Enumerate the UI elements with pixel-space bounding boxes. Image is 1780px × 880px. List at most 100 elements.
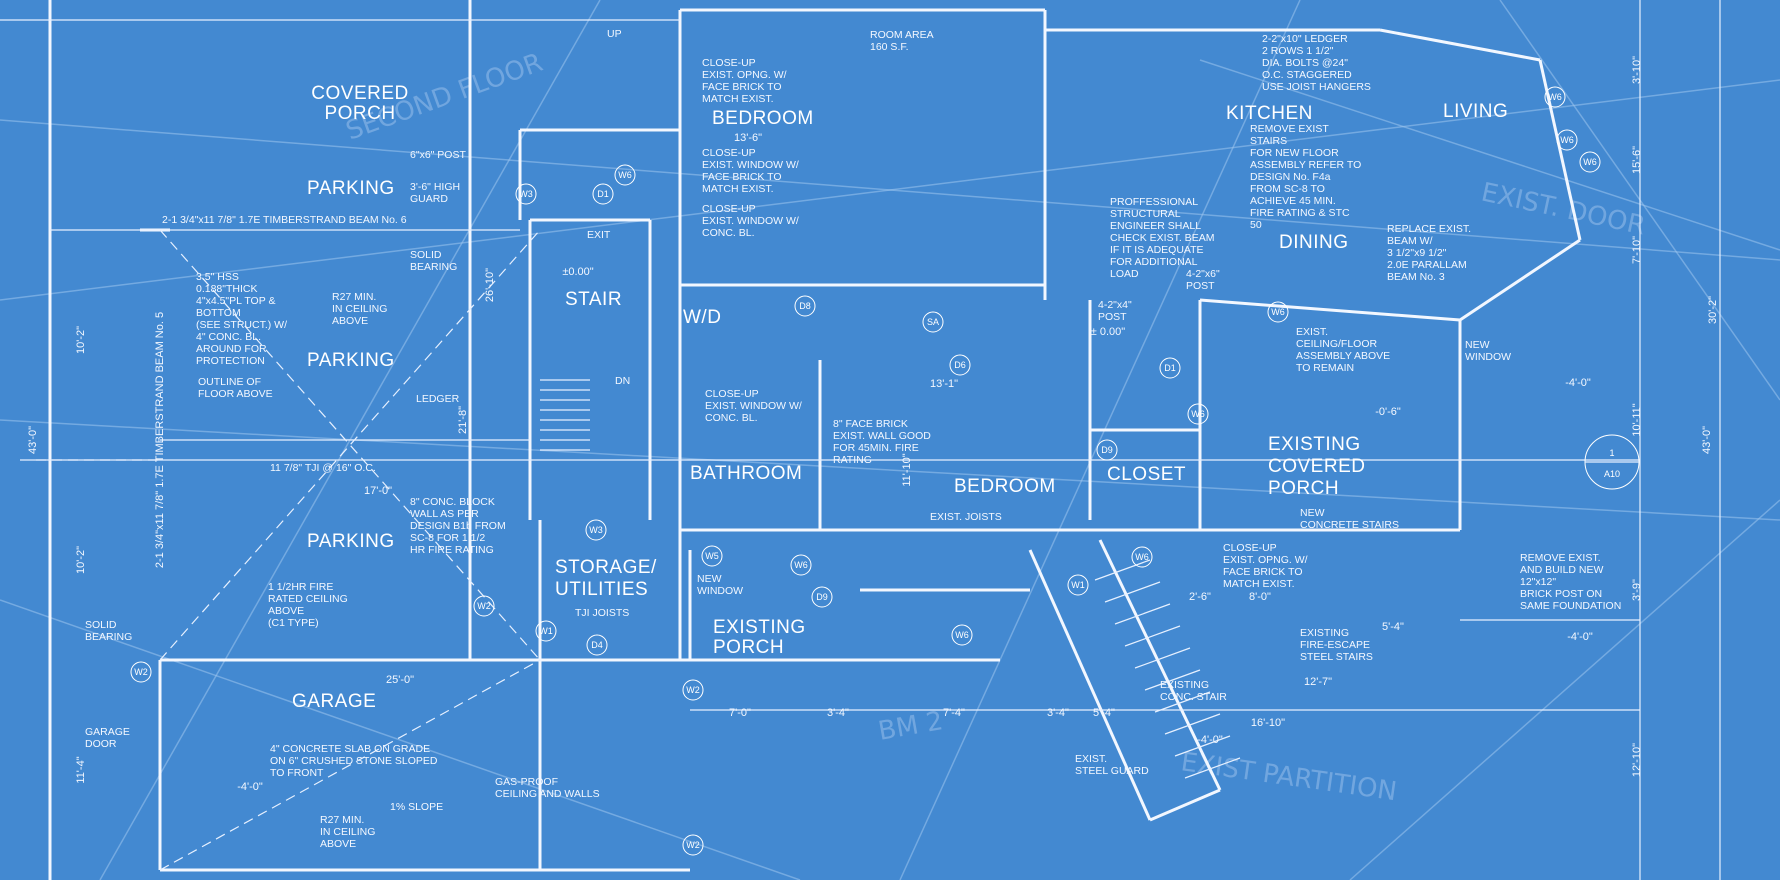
svg-text:W6: W6	[1583, 157, 1597, 167]
svg-text:W5: W5	[705, 551, 719, 561]
tag-marker: W6	[1544, 86, 1566, 108]
annotation-note: LEDGER	[416, 393, 460, 405]
room-bedroom: BEDROOM	[954, 476, 1056, 497]
svg-text:W1: W1	[539, 626, 553, 636]
tag-marker: W6	[951, 624, 973, 646]
tag-marker: W2	[473, 595, 495, 617]
room-kitchen: KITCHEN	[1226, 103, 1313, 124]
dimension-label: 3'-9"	[1631, 579, 1643, 601]
dimension-labels: 43'-0"43'-0"10'-2"10'-2"11'-4"21'-8"26'-…	[27, 56, 1719, 793]
annotation-note: 4-2"x6"POST	[1186, 268, 1220, 292]
svg-text:W2: W2	[686, 685, 700, 695]
tag-marker: W1	[1067, 574, 1089, 596]
svg-text:W2: W2	[477, 601, 491, 611]
annotation-note: REPLACE EXIST.BEAM W/3 1/2"x9 1/2"2.0E P…	[1387, 223, 1471, 283]
dimension-label: 3'-4"	[827, 707, 849, 719]
annotation-note: EXIST. JOISTS	[930, 511, 1002, 523]
dimension-label: 7'-0"	[729, 707, 751, 719]
room-dining: DINING	[1279, 232, 1349, 253]
dimension-label: 2-1 3/4"x11 7/8" 1.7E TIMBERSTRAND BEAM …	[154, 312, 166, 568]
svg-text:W6: W6	[1191, 409, 1205, 419]
tag-marker: W2	[130, 661, 152, 683]
annotation-note: 6"x6" POST	[410, 149, 466, 161]
dimension-label: 10'-2"	[75, 546, 87, 574]
tag-marker: D8	[794, 295, 816, 317]
room-garage: GARAGE	[292, 691, 376, 712]
svg-text:D1: D1	[1164, 363, 1176, 373]
annotation-note: DN	[615, 375, 630, 387]
room-parking: PARKING	[307, 531, 395, 552]
dimension-label: 10'-2"	[75, 326, 87, 354]
svg-text:W3: W3	[519, 189, 533, 199]
annotation-note: EXIT	[587, 229, 611, 241]
annotation-note: EXIST.STEEL GUARD	[1075, 753, 1149, 777]
svg-text:W6: W6	[1548, 92, 1562, 102]
svg-text:D1: D1	[597, 189, 609, 199]
room-bedroom: BEDROOM	[712, 108, 814, 129]
svg-text:D4: D4	[591, 640, 603, 650]
tag-marker: W6	[1267, 301, 1289, 323]
svg-text:W6: W6	[1560, 135, 1574, 145]
room-parking: PARKING	[307, 178, 395, 199]
dimension-label: 25'-0"	[386, 674, 414, 686]
tag-marker: D1	[1159, 357, 1181, 379]
dimension-label: 21'-8"	[457, 406, 469, 434]
dimension-label: -4'-0"	[237, 781, 263, 793]
dimension-label: 5'-4"	[1093, 707, 1115, 719]
room-wd: W/D	[683, 307, 721, 328]
wall-lines	[0, 0, 1721, 880]
tag-marker: D9	[811, 586, 833, 608]
dimension-label: 17'-0"	[364, 485, 392, 497]
svg-text:W2: W2	[134, 667, 148, 677]
annotation-note: 1% SLOPE	[390, 801, 443, 813]
dimension-label: 12'-10"	[1631, 743, 1643, 777]
room-bathroom: BATHROOM	[690, 463, 802, 484]
svg-text:W6: W6	[618, 170, 632, 180]
dimension-label: 12'-7"	[1304, 676, 1332, 688]
svg-text:D6: D6	[954, 360, 966, 370]
room-parking: PARKING	[307, 350, 395, 371]
annotation-note: 11 7/8" TJI @ 16" O.C.	[270, 462, 376, 474]
dimension-label: 43'-0"	[1701, 426, 1713, 454]
dimension-label: 5'-4"	[1382, 621, 1404, 633]
tag-marker: D1	[592, 183, 614, 205]
tag-marker: D9	[1096, 439, 1118, 461]
svg-text:W1: W1	[1071, 580, 1085, 590]
svg-text:W3: W3	[589, 525, 603, 535]
svg-text:W6: W6	[1271, 307, 1285, 317]
section-marker: 1 A10	[1584, 434, 1640, 490]
svg-text:W6: W6	[955, 630, 969, 640]
annotation-note: 2-1 3/4"x11 7/8" 1.7E TIMBERSTRAND BEAM …	[162, 214, 407, 226]
tag-marker: W6	[790, 554, 812, 576]
tag-marker: W6	[1556, 129, 1578, 151]
svg-text:D9: D9	[1101, 445, 1113, 455]
dimension-label: -4'-0"	[1567, 631, 1593, 643]
tag-marker: W2	[682, 679, 704, 701]
dimension-label: 10'-11"	[1631, 403, 1643, 436]
dimension-label: -4'-0"	[1197, 734, 1223, 746]
tag-marker: W6	[1579, 151, 1601, 173]
dimension-label: ± 0.00"	[1091, 326, 1126, 338]
tag-marker: W3	[515, 183, 537, 205]
dimension-label: 8'-0"	[1249, 591, 1271, 603]
